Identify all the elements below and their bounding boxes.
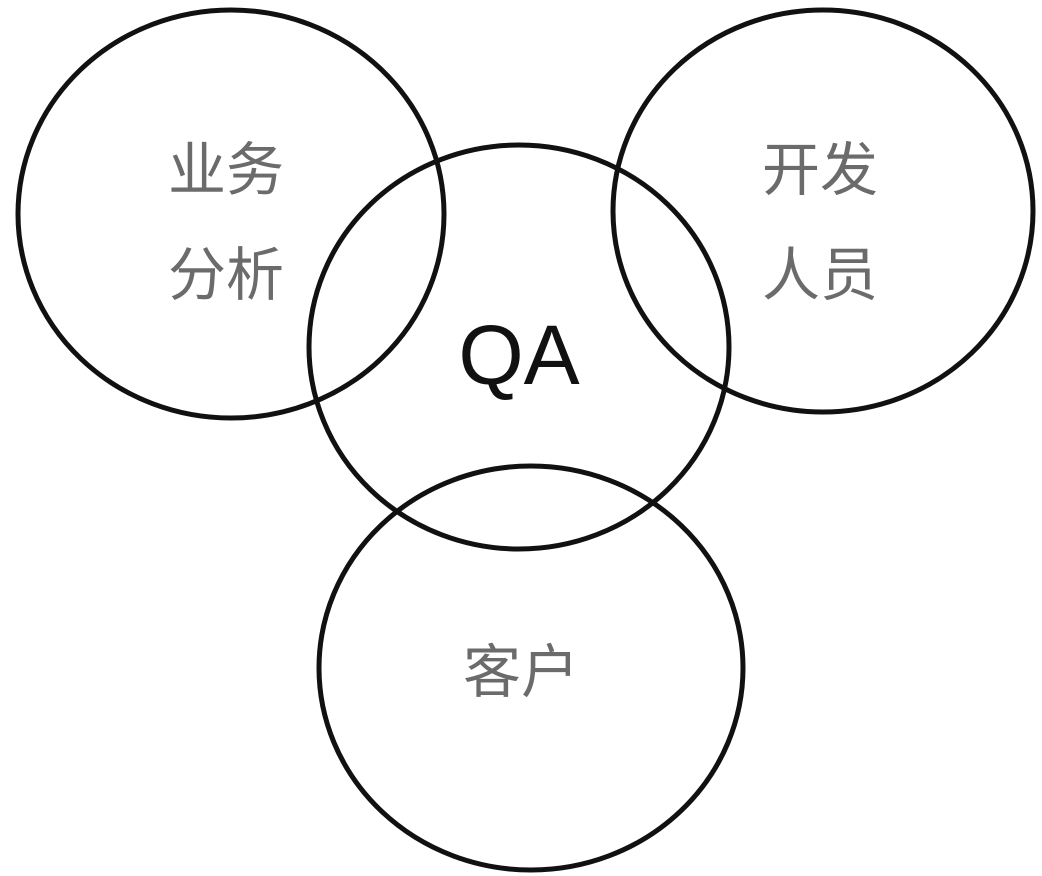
business-analyst-circle	[15, 7, 447, 421]
business-analyst-label-line2: 分析	[168, 241, 284, 309]
business-analyst-label-line1: 业务	[168, 136, 284, 204]
qa-circle	[306, 142, 732, 552]
developer-label-line2: 人员	[762, 241, 878, 309]
developer-label-line1: 开发	[762, 136, 878, 204]
customer-label: 客户	[463, 638, 579, 706]
customer-circle	[316, 463, 746, 873]
developer-circle	[610, 7, 1036, 415]
qa-label: QA	[458, 308, 579, 402]
